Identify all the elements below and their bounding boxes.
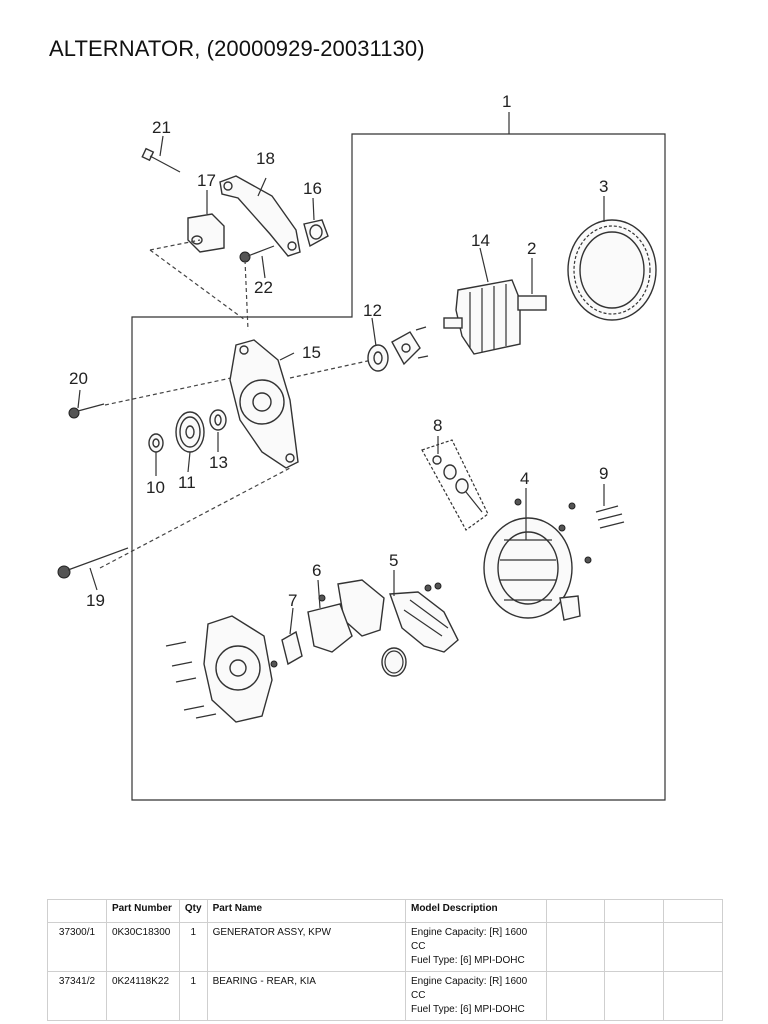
callout-9: 9 [599,464,608,483]
part-17-bushing [187,213,225,253]
cell-part-name: BEARING - REAR, KIA [206,971,406,1021]
part-20-bolt [68,403,105,419]
cell-empty [663,922,723,972]
part-5-rectifier [381,582,459,677]
part-7-terminal [270,630,303,668]
callout-20: 20 [69,369,88,388]
callout-3: 3 [599,177,608,196]
part-8-brush-set [421,439,489,531]
callout-17: 17 [197,171,216,190]
assembly-frame [131,133,666,801]
callout-2: 2 [527,239,536,258]
desc-line-1: Engine Capacity: [R] 1600 CC [410,927,528,952]
callout-18: 18 [256,149,275,168]
cell-empty [604,971,665,1021]
callout-4: 4 [520,469,529,488]
callout-16: 16 [303,179,322,198]
part-19-bolt [57,547,129,579]
callout-11: 11 [178,473,196,492]
callout-15: 15 [302,343,321,362]
callout-1: 1 [502,92,511,111]
callout-7: 7 [288,591,297,610]
part-14-rotor [443,279,547,355]
desc-line-2: Fuel Type: [6] MPI-DOHC [410,1004,525,1015]
page-title: ALTERNATOR, (20000929-20031130) [49,36,425,61]
col-header-part-number: Part Number [105,899,180,923]
callout-13: 13 [209,453,228,472]
part-13-spacer [209,409,227,431]
table-header-row: Part Number Qty Part Name Model Descript… [47,899,723,923]
callout-22: 22 [254,278,273,297]
cell-qty: 1 [178,971,208,1021]
cell-part-number: 0K24118K22 [105,971,180,1021]
callout-19: 19 [86,591,105,610]
part-21-bolt [141,147,181,173]
rear-cover [165,615,273,723]
part-4-rear-housing [483,498,592,621]
part-16-spacer [303,219,329,248]
cell-empty [604,922,665,972]
part-11-pulley [175,411,205,453]
part-12-bearing [367,344,389,372]
callout-21: 21 [152,118,171,137]
col-header-empty-1 [545,899,606,923]
part-18-bracket [219,175,301,257]
cell-model-description: Engine Capacity: [R] 1600 CC Fuel Type: … [404,922,547,972]
callout-5: 5 [389,551,398,570]
desc-line-1: Engine Capacity: [R] 1600 CC [410,976,528,1001]
desc-line-2: Fuel Type: [6] MPI-DOHC [410,955,525,966]
cell-ref: 37300/1 [47,922,107,972]
callout-8: 8 [433,416,442,435]
part-22-bolt [239,245,275,263]
cell-part-number: 0K30C18300 [105,922,180,972]
part-3-stator [567,219,657,321]
cell-empty [545,922,606,972]
callout-14: 14 [471,231,490,250]
part-15-front-housing [229,339,299,469]
callout-10: 10 [146,478,165,497]
col-header-model-description: Model Description [404,899,547,923]
col-header-part-name: Part Name [206,899,406,923]
cell-empty [545,971,606,1021]
table-row: 37300/1 0K30C18300 1 GENERATOR ASSY, KPW… [47,922,723,972]
cell-ref: 37341/2 [47,971,107,1021]
col-header-empty-2 [604,899,665,923]
col-header-ref [47,899,107,923]
callout-12: 12 [363,301,382,320]
cell-qty: 1 [178,922,208,972]
col-header-empty-3 [663,899,723,923]
table-row: 37341/2 0K24118K22 1 BEARING - REAR, KIA… [47,971,723,1021]
cell-model-description: Engine Capacity: [R] 1600 CC Fuel Type: … [404,971,547,1021]
part-6-regulator [307,579,385,653]
exploded-parts-diagram: 1 2 3 4 5 6 7 8 9 10 11 12 13 14 15 16 1… [57,92,666,801]
bearing-retainer-plate [391,326,429,366]
part-10-nut [148,433,164,453]
callout-6: 6 [312,561,321,580]
cell-empty [663,971,723,1021]
parts-table: Part Number Qty Part Name Model Descript… [47,899,723,1021]
part-9-screws [595,505,625,529]
col-header-qty: Qty [178,899,208,923]
cell-part-name: GENERATOR ASSY, KPW [206,922,406,972]
